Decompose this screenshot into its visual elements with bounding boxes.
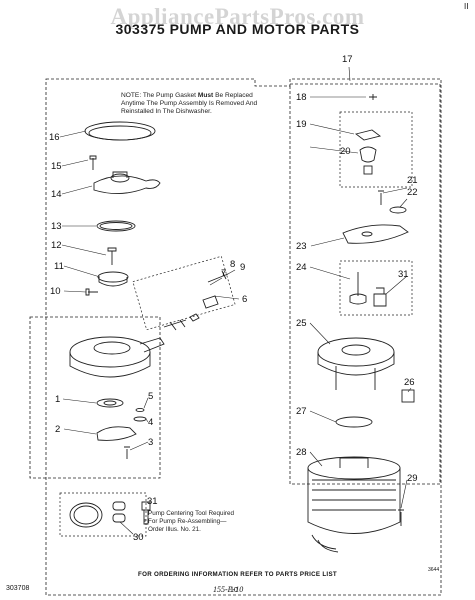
callout-31-right: 31 — [398, 269, 409, 280]
diagram-title: 303375 PUMP AND MOTOR PARTS — [115, 21, 360, 37]
handwritten-code: 155-E-10 — [213, 585, 244, 594]
callout-20: 20 — [340, 146, 351, 157]
callout-13: 13 — [51, 221, 62, 232]
part-18-clip — [369, 94, 377, 100]
callout-5: 5 — [148, 391, 153, 402]
callout-19: 19 — [296, 119, 307, 130]
note-rest: Be Replaced Anytime The Pump Assembly Is… — [121, 92, 258, 115]
callout-17: 17 — [342, 54, 353, 65]
part-31-tool — [141, 501, 151, 525]
page-number: 10 — [230, 587, 238, 594]
inset-box-19 — [339, 111, 413, 188]
part-2 — [96, 426, 137, 441]
callout-1: 1 — [55, 394, 60, 405]
part-13-oring — [96, 220, 136, 232]
part-10-screw — [85, 288, 98, 296]
note-emphasis: Must — [197, 92, 214, 99]
part-26 — [401, 389, 415, 403]
callout-12: 12 — [51, 240, 62, 251]
tool-note-line3: Order Illus. No. 21. — [148, 525, 201, 533]
callout-10: 10 — [50, 286, 61, 297]
part-27-disc — [335, 416, 373, 428]
callout-2: 2 — [55, 424, 60, 435]
callout-29: 29 — [407, 473, 418, 484]
part-24-shaft — [349, 272, 367, 305]
callout-7: 7 — [221, 268, 226, 279]
seal-parts — [163, 313, 200, 331]
note-prefix: NOTE: The Pump Gasket — [121, 92, 197, 99]
callout-16: 16 — [49, 132, 60, 143]
callout-18: 18 — [296, 92, 307, 103]
callout-27: 27 — [296, 406, 307, 417]
corner-mark: II — [464, 2, 469, 11]
callout-30: 30 — [133, 532, 144, 543]
part-15-screw — [89, 155, 97, 170]
pump-housing — [69, 336, 151, 368]
part-22-ring — [389, 206, 407, 214]
part-20 — [359, 146, 377, 163]
tool-note-line2: For Pump Re-Assembling— — [148, 517, 227, 525]
part-31-nut — [373, 287, 387, 307]
callout-4: 4 — [148, 417, 153, 428]
callout-11: 11 — [54, 261, 64, 272]
tool-note-line1: Pump Centering Tool Required — [148, 510, 234, 517]
tiny-code: 3644 — [428, 567, 440, 573]
part-11-impeller — [97, 271, 129, 283]
part-12-screw — [107, 247, 117, 265]
part-3-screw — [124, 446, 130, 459]
part-1 — [96, 398, 124, 408]
pump-gasket-note: NOTE: The Pump Gasket Must Be Replaced A… — [121, 92, 261, 116]
callout-6: 6 — [242, 294, 247, 305]
tool-box — [59, 492, 147, 537]
part-4 — [133, 416, 147, 422]
part-30-tool — [69, 502, 103, 528]
part-number: 303708 — [6, 585, 30, 592]
motor-group-box — [289, 83, 441, 485]
tool-note: Pump Centering Tool Required For Pump Re… — [148, 510, 234, 533]
watermark: AppliancePartsPros.com — [110, 4, 365, 29]
callout-21: 21 — [407, 175, 418, 186]
part-14-pump-cover — [93, 175, 161, 194]
part-29-screw — [398, 509, 404, 526]
callout-31-tool: 31 — [147, 496, 158, 507]
callout-14: 14 — [51, 189, 62, 200]
part-19 — [354, 129, 382, 141]
callout-15: 15 — [51, 161, 62, 172]
callout-8: 8 — [230, 259, 235, 270]
callout-24: 24 — [296, 262, 307, 273]
callout-9: 9 — [240, 262, 245, 273]
part-23-bracket — [342, 224, 409, 244]
inset-box-seal — [132, 255, 236, 331]
part-25-motor-mount — [317, 337, 395, 367]
callout-23: 23 — [296, 241, 307, 252]
callout-3: 3 — [148, 437, 153, 448]
pump-subassembly-box — [29, 316, 161, 479]
outer-frame — [45, 78, 442, 596]
callout-25: 25 — [296, 318, 307, 329]
part-21-screw — [378, 190, 384, 205]
part-28-motor — [307, 456, 401, 480]
callout-28: 28 — [296, 447, 307, 458]
ordering-info: FOR ORDERING INFORMATION REFER TO PARTS … — [138, 571, 337, 578]
callout-26: 26 — [404, 377, 415, 388]
callout-22: 22 — [407, 187, 418, 198]
inset-box-24 — [339, 260, 413, 316]
